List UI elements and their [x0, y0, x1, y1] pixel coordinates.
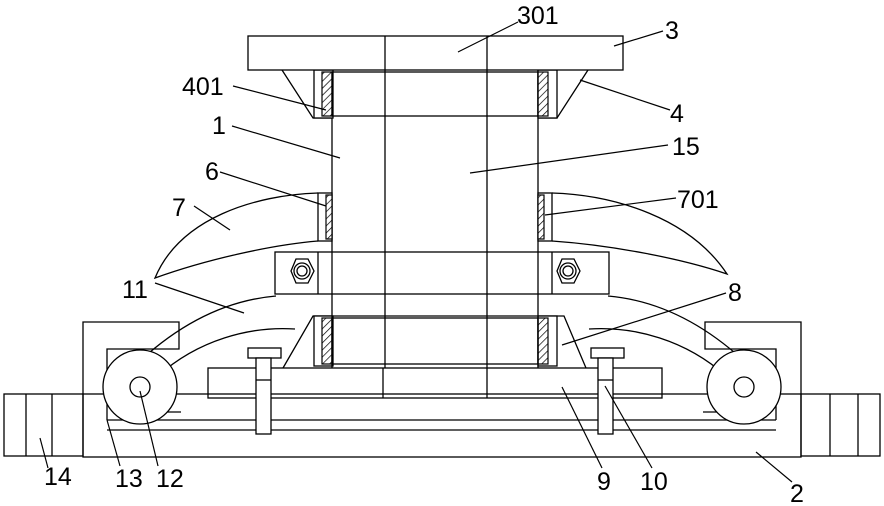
label-3: 3 [665, 17, 679, 45]
left-roller [103, 350, 177, 424]
left-end-block [4, 394, 83, 456]
label-4: 4 [670, 100, 684, 128]
label-401: 401 [182, 73, 224, 101]
right-end-block [801, 394, 880, 456]
label-13: 13 [115, 465, 143, 493]
central-column [332, 70, 538, 368]
right-roller [707, 350, 781, 424]
lower-seat [283, 316, 586, 368]
label-6: 6 [205, 158, 219, 186]
label-9: 9 [597, 468, 611, 496]
label-15: 15 [672, 133, 700, 161]
left-side-plate [318, 193, 332, 241]
upper-seat [282, 70, 588, 118]
label-12: 12 [156, 465, 184, 493]
right-side-plate [538, 193, 552, 241]
label-10: 10 [640, 468, 668, 496]
label-701: 701 [677, 186, 719, 214]
label-7: 7 [172, 194, 186, 222]
top-plate [248, 36, 623, 70]
label-2: 2 [790, 480, 804, 506]
label-11: 11 [122, 276, 148, 304]
left-bolt [248, 348, 281, 434]
base-plate [83, 394, 801, 457]
label-301: 301 [517, 2, 559, 30]
label-1: 1 [212, 112, 226, 140]
label-14: 14 [44, 463, 72, 491]
label-8: 8 [728, 279, 742, 307]
